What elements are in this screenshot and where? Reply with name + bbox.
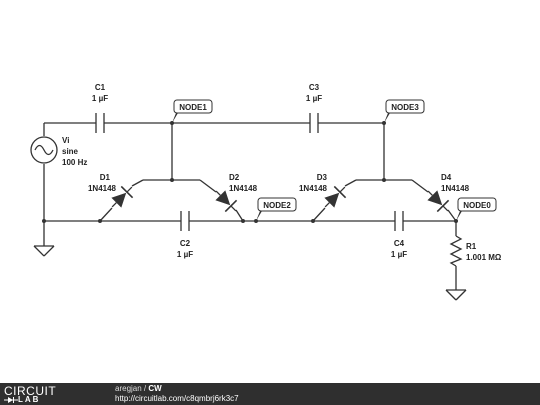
circuit-url-link[interactable]: http://circuitlab.com/c8qmbrj6rk3c7 xyxy=(115,394,239,403)
c2-ref: C2 xyxy=(180,239,191,248)
node1-label: NODE1 xyxy=(179,103,207,112)
source-wave: sine xyxy=(62,147,79,156)
d3-part: 1N4148 xyxy=(299,184,328,193)
capacitor-c2-icon xyxy=(180,211,190,231)
r1-value: 1.001 MΩ xyxy=(466,253,502,262)
circuit-owner-title: aregjan / CW xyxy=(115,384,162,393)
d4-ref: D4 xyxy=(441,173,452,182)
source-label: Vi xyxy=(62,136,69,145)
logo-word-circuit: CIRCUIT xyxy=(4,384,57,398)
logo-diode-icon xyxy=(4,397,18,403)
c4-ref: C4 xyxy=(394,239,405,248)
circuit-schematic: Vi sine 100 Hz C1 1 µF C3 1 µF C2 1 µF C… xyxy=(30,83,502,301)
logo-word-lab: LAB xyxy=(18,395,41,404)
owner-separator: / xyxy=(141,384,149,393)
node-tag-node3[interactable]: NODE3 xyxy=(384,99,425,123)
circuit-title[interactable]: CW xyxy=(148,384,162,393)
junctions xyxy=(42,121,458,223)
capacitor-c4-icon xyxy=(394,211,404,231)
d4-part: 1N4148 xyxy=(441,184,470,193)
node0-label: NODE0 xyxy=(463,201,491,210)
r1-ref: R1 xyxy=(466,242,477,251)
capacitor-c1-icon xyxy=(95,113,105,133)
node3-label: NODE3 xyxy=(391,103,419,112)
owner-name[interactable]: aregjan xyxy=(115,384,142,393)
d2-part: 1N4148 xyxy=(229,184,258,193)
ground-icon-source xyxy=(33,245,55,257)
c3-ref: C3 xyxy=(309,83,320,92)
node-tag-node0[interactable]: NODE0 xyxy=(456,197,497,221)
node-tag-node1[interactable]: NODE1 xyxy=(172,99,213,123)
d1-part: 1N4148 xyxy=(88,184,117,193)
node-tag-node2[interactable]: NODE2 xyxy=(256,197,297,221)
d2-ref: D2 xyxy=(229,173,240,182)
c3-value: 1 µF xyxy=(306,94,322,103)
d1-ref: D1 xyxy=(100,173,111,182)
wires xyxy=(43,122,457,290)
c4-value: 1 µF xyxy=(391,250,407,259)
node2-label: NODE2 xyxy=(263,201,291,210)
footer-bar: CIRCUIT LAB aregjan / CW http://circuitl… xyxy=(0,383,540,405)
resistor-r1-icon xyxy=(449,235,463,267)
d3-ref: D3 xyxy=(317,173,328,182)
ground-icon-load xyxy=(445,289,467,301)
circuitlab-logo[interactable]: CIRCUIT LAB xyxy=(4,384,94,404)
capacitor-c3-icon xyxy=(309,113,319,133)
sine-source-icon xyxy=(30,136,58,164)
c2-value: 1 µF xyxy=(177,250,193,259)
c1-value: 1 µF xyxy=(92,94,108,103)
c1-ref: C1 xyxy=(95,83,106,92)
source-frequency: 100 Hz xyxy=(62,158,87,167)
